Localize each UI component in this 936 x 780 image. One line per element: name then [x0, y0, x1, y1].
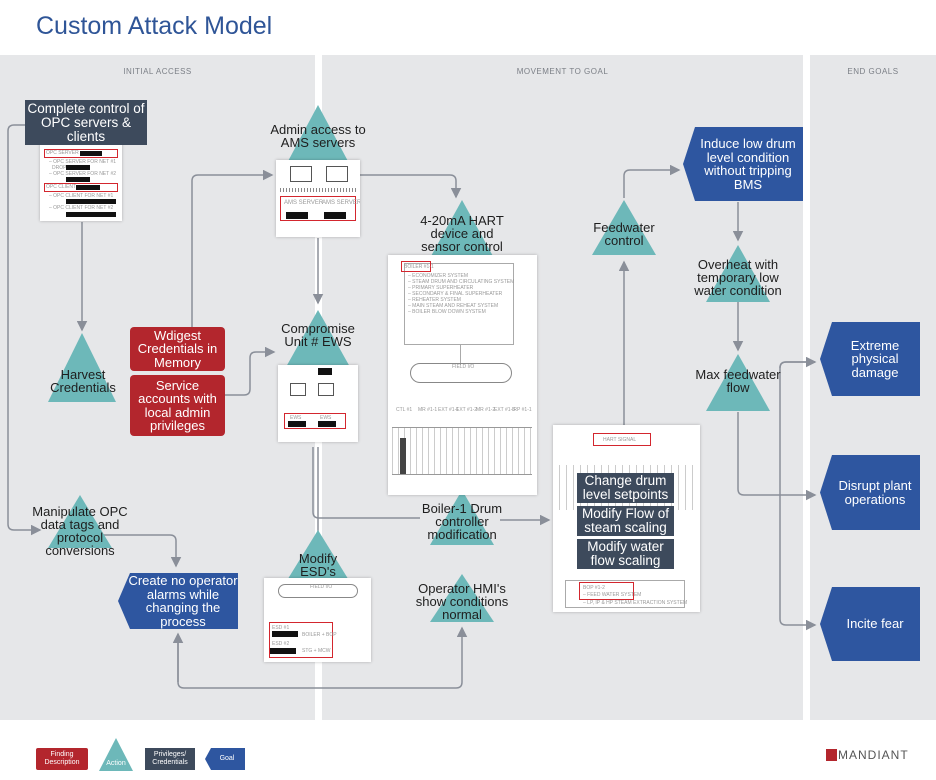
ln: – OPC CLIENT FOR NET #2	[49, 205, 114, 211]
ln: – MAIN STEAM AND REHEAT SYSTEM	[408, 303, 499, 309]
ews-screenshot: EWS EWS	[278, 365, 358, 442]
action-operator-hmi: Operator HMI's show conditions normal	[415, 581, 509, 622]
privilege-steam-scaling: Modify Flow of steam scaling	[577, 506, 674, 536]
goal-induce-low-drum: Induce low drum level condition without …	[683, 127, 803, 201]
arrow	[360, 174, 462, 199]
legend-privileges: Privileges/ Credentials	[145, 748, 195, 770]
legend-goal: Goal	[205, 748, 245, 770]
ln: – SECONDARY & FINAL SUPERHEATER	[408, 291, 503, 297]
action-triangle-ews	[286, 310, 350, 367]
action-boiler-drum: Boiler-1 Drum controller modification	[421, 501, 503, 542]
ams-screenshot: AMS SERVER AMS SERVER	[276, 160, 360, 237]
goal-physical-damage: Extreme physical damage	[820, 322, 920, 396]
action-harvest-credentials: Harvest Credentials	[50, 367, 116, 395]
goal-incite-fear: Incite fear	[820, 587, 920, 661]
action-triangle-esd	[286, 530, 350, 582]
privilege-opc-control: Complete control of OPC servers & client…	[25, 100, 147, 145]
ln: – PRIMARY SUPERHEATER	[408, 285, 474, 291]
column-header: MOVEMENT TO GOAL	[516, 67, 609, 76]
goal-disrupt-operations: Disrupt plant operations	[820, 455, 920, 530]
action-triangle-harvest	[48, 333, 116, 402]
action-modify-esd: Modify ESD's	[298, 551, 338, 579]
esd-screenshot: FIELD I/O ESD #1 BOILER + BOP ESD #2 STG…	[264, 578, 371, 662]
action-hart-control: 4-20mA HART device and sensor control	[420, 213, 504, 254]
ln: – OPC SERVER FOR NET #1	[49, 159, 117, 165]
cabinet-label: EXT #1-3	[494, 407, 516, 413]
action-feedwater-control: Feedwater control	[593, 220, 655, 248]
finding-service-accounts: Service accounts with local admin privil…	[130, 375, 225, 436]
ln: – OPC SERVER FOR NET #2	[49, 171, 117, 177]
cabinet-label: MR #1-1	[418, 407, 438, 413]
cabinet-label: CTL #1	[396, 407, 413, 413]
ams-server-label: AMS SERVER	[284, 200, 324, 206]
arrow	[623, 164, 681, 198]
column-header: END GOALS	[847, 67, 899, 76]
action-compromise-ews: Compromise Unit # EWS	[281, 321, 355, 349]
arrow	[100, 534, 182, 568]
opc-server-label: OPC SERVER	[46, 150, 79, 156]
opc-drop-label: DROP	[52, 165, 67, 171]
finding-wdigest: Wdigest Credentials in Memory	[130, 327, 225, 371]
ln: – REHEATER SYSTEM	[408, 297, 461, 303]
arrow	[737, 412, 817, 501]
cabinet-label: EXT #1-1	[438, 407, 460, 413]
esd2-label: ESD #2	[272, 641, 290, 647]
action-max-feedwater: Max feedwater flow	[695, 367, 781, 395]
legend-action-label: Action	[106, 760, 126, 767]
action-triangle-manipulate	[48, 495, 112, 548]
ams-server-label: AMS SERVER	[322, 200, 360, 206]
action-admin-access: Admin access to AMS servers	[270, 122, 366, 150]
ews-label: EWS	[320, 415, 332, 421]
field-io-label: FIELD I/O	[310, 584, 333, 590]
action-triangle-maxflow	[706, 354, 770, 411]
arrow	[225, 346, 276, 396]
action-triangle-hmi	[430, 574, 494, 622]
privilege-water-scaling: Modify water flow scaling	[577, 539, 674, 569]
ln: – ECONOMIZER SYSTEM	[408, 273, 469, 279]
arrow	[779, 361, 817, 631]
ln: – LP, IP & HP STEAM EXTRACTION SYSTEM	[583, 600, 688, 606]
mandiant-logo: MANDIANT	[826, 747, 909, 763]
bop-label: BOP #1-2	[583, 585, 605, 591]
action-triangle-boiler	[430, 490, 494, 545]
column-header: INITIAL ACCESS	[123, 67, 192, 76]
esd2-value: STG + MCW	[302, 648, 331, 654]
mandiant-logo-text: MANDIANT	[838, 748, 909, 762]
field-io-label: FIELD I/O	[452, 364, 475, 370]
hart-signal-label: HART SIGNAL	[603, 437, 637, 443]
arrow	[177, 626, 468, 689]
legend-finding: Finding Description	[36, 748, 88, 770]
ln: – BOILER BLOW DOWN SYSTEM	[408, 309, 486, 315]
privilege-drum-setpoints: Change drum level setpoints	[577, 473, 674, 503]
ln: – FEED WATER SYSTEM	[583, 592, 642, 598]
action-triangle-admin	[286, 105, 350, 165]
cabinet-label: MR #1-2	[476, 407, 496, 413]
action-overheat: Overheat with temporary low water condit…	[694, 257, 782, 298]
boiler-label: BOILER #1-1	[404, 264, 434, 270]
action-manipulate-opc: Manipulate OPC data tags and protocol co…	[32, 504, 128, 558]
esd1-value: BOILER + BOP	[302, 632, 337, 638]
page-title: Custom Attack Model	[36, 12, 273, 40]
ews-label: EWS	[290, 415, 302, 421]
goal-no-alarms: Create no operator alarms while changing…	[118, 573, 238, 629]
opc-client-label: OPC CLIENT	[46, 184, 77, 190]
arrow	[312, 447, 420, 519]
ln: – OPC CLIENT FOR NET #1	[49, 193, 114, 199]
arrow	[7, 124, 42, 536]
esd1-label: ESD #1	[272, 625, 290, 631]
ln: – STEAM DRUM AND CIRCULATING SYSTEM	[408, 279, 515, 285]
action-triangle-overheat	[706, 245, 770, 302]
arrow	[191, 169, 274, 327]
opc-screenshot: OPC SERVER – OPC SERVER FOR NET #1 DROP …	[40, 140, 122, 221]
cabinet-label: IRP #1-1	[512, 407, 532, 413]
hart-screenshot: BOILER #1-1 – ECONOMIZER SYSTEM – STEAM …	[388, 255, 537, 495]
arrow	[779, 356, 817, 369]
action-triangle-feedwater	[592, 200, 656, 255]
legend-action-triangle	[99, 738, 133, 771]
action-triangle-hart	[430, 200, 494, 258]
cabinet-label: EXT #1-2	[456, 407, 478, 413]
